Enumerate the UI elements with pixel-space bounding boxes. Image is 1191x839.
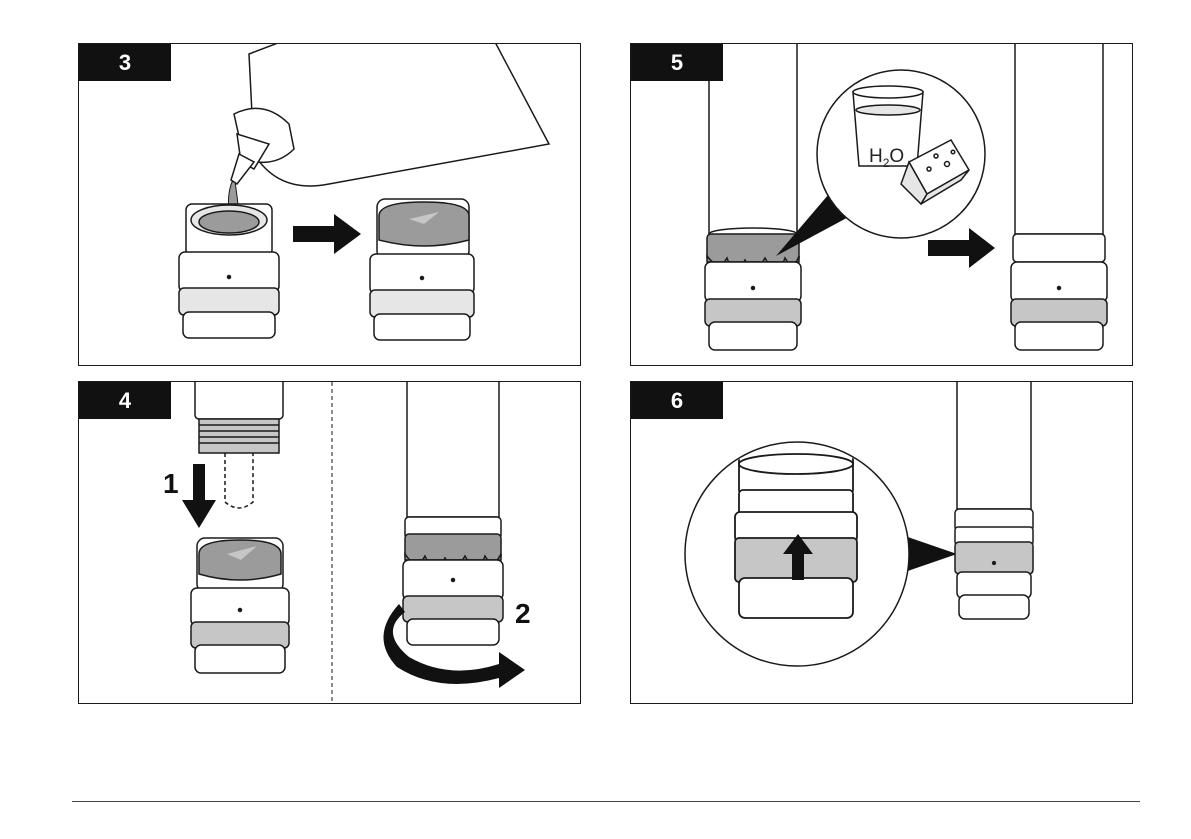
probe-assembled-icon [403,382,503,645]
sensor-cap-filled-icon [191,538,289,673]
right-arrow-icon [293,214,361,254]
step-3-panel: 3 [78,43,581,366]
step-callout-2: 2 [515,600,531,628]
step-number-badge: 3 [79,44,171,81]
step-number-badge: 6 [631,382,723,419]
probe-end-icon [195,382,283,508]
right-arrow-icon [928,228,995,268]
step-3-illustration [79,44,581,366]
step-number-badge: 4 [79,382,171,419]
water-label: H2O [869,147,904,169]
sensor-cap-filled-icon [370,199,474,340]
probe-with-gel-icon [705,44,801,350]
step-number-badge: 5 [631,44,723,81]
step-5-illustration [631,44,1133,366]
probe-clean-icon [1011,44,1107,350]
magnified-probe-icon [735,442,857,618]
sensor-cap-icon [179,204,279,338]
down-arrow-icon [182,464,216,528]
step-5-panel: 5 [630,43,1133,366]
step-6-illustration [631,382,1133,704]
step-6-panel: 6 [630,381,1133,704]
probe-final-icon [955,382,1033,619]
step-4-illustration [79,382,581,704]
step-callout-1: 1 [163,470,179,498]
step-4-panel: 4 [78,381,581,704]
gel-bottle-icon [231,44,549,186]
footer-rule [72,801,1140,802]
